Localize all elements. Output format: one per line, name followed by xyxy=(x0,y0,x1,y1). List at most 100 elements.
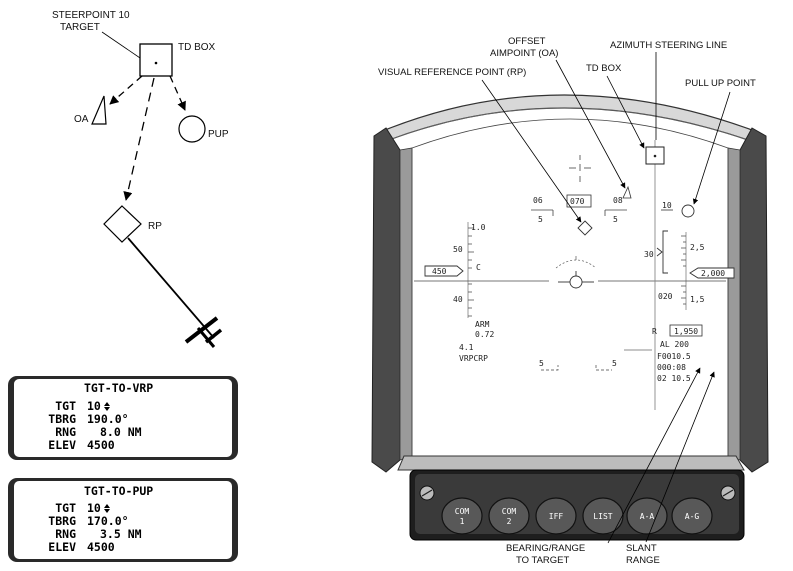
radar-alt-box: 1,950 xyxy=(674,327,698,336)
ded-vrp-rng-value: 8.0 NM xyxy=(100,425,142,439)
airspeed-scale: 1.0 50 40 C 450 xyxy=(424,222,486,318)
mode-label: VRPCRP xyxy=(459,354,488,363)
alt-020: 020 xyxy=(658,292,673,301)
ded-pup-tbrg-label: TBRG xyxy=(48,514,76,528)
ded-pup-title: TGT-TO-PUP xyxy=(84,484,153,498)
crosshair-icon xyxy=(569,155,591,182)
callout-bearing-range-1: BEARING/RANGE xyxy=(506,543,585,554)
rp-pointer xyxy=(481,79,582,223)
fo-label: F0010.5 xyxy=(657,352,691,361)
callout-slant-range-1: SLANT xyxy=(626,543,657,554)
svg-text:IFF: IFF xyxy=(549,512,564,521)
ded-pup-tgt-value: 10 xyxy=(87,501,101,515)
svg-text:COM: COM xyxy=(455,507,470,516)
arm-value: 0.72 xyxy=(475,330,494,339)
rp-diamond xyxy=(103,205,142,243)
aircraft-icon xyxy=(184,316,223,348)
ded-vrp-tbrg-value: 190.0° xyxy=(87,412,129,426)
ded-vrp-tgt-label: TGT xyxy=(55,399,76,413)
speed-tick-50: 50 xyxy=(453,245,463,254)
osb-com2-button[interactable]: COM 2 xyxy=(488,497,530,535)
alt-tick-25: 2,5 xyxy=(690,243,705,252)
ded-vrp-elev-label: ELEV xyxy=(48,438,76,452)
svg-text:COM: COM xyxy=(502,507,517,516)
ded-pup-tgt-label: TGT xyxy=(55,501,76,515)
svg-text:LIST: LIST xyxy=(593,512,612,521)
hud-rp-diamond xyxy=(577,220,593,236)
bearing-range-pointer xyxy=(607,367,701,544)
ded-vrp-title: TGT-TO-VRP xyxy=(84,381,153,395)
oa-triangle xyxy=(91,95,107,125)
ded-vrp-elev-value: 4500 xyxy=(87,438,115,452)
altitude-scale: 2,5 1,5 30 2,000 020 xyxy=(644,230,735,310)
ded-pup-down-icon xyxy=(104,509,110,513)
slant-range-pointer xyxy=(645,371,715,543)
speed-tick-1: 1.0 xyxy=(471,223,486,232)
target-dot xyxy=(154,61,158,65)
al-label: AL 200 xyxy=(660,340,689,349)
target-td-box xyxy=(139,43,173,77)
pup-label: PUP xyxy=(208,129,229,140)
hud-frame xyxy=(371,94,769,541)
osb-com1-button[interactable]: COM 1 xyxy=(441,497,483,535)
callout-offset-aimpoint-2: AIMPOINT (OA) xyxy=(490,48,558,59)
callout-azimuth-steering-line: AZIMUTH STEERING LINE xyxy=(610,40,727,51)
oa-bearing-line xyxy=(109,75,143,105)
pup-pointer xyxy=(692,91,731,205)
td-box-label: TD BOX xyxy=(178,42,216,53)
oa-label: OA xyxy=(74,114,89,125)
ded-pup-rng-label: RNG xyxy=(55,527,76,541)
callout-td-box: TD BOX xyxy=(586,63,622,74)
oa-pointer xyxy=(555,59,626,189)
heading-left: 06 xyxy=(533,196,543,205)
ingress-track xyxy=(127,237,215,339)
hud-pup-circle xyxy=(681,204,695,218)
svg-text:2: 2 xyxy=(507,517,512,526)
svg-text:1: 1 xyxy=(460,517,465,526)
alt-tick-15: 1,5 xyxy=(690,295,705,304)
callout-offset-aimpoint-1: OFFSET xyxy=(508,36,546,47)
osb-iff-button[interactable]: IFF xyxy=(535,497,577,535)
nav-diagram: STEERPOINT 10 TARGET TD BOX OA PUP RP xyxy=(52,10,229,348)
ded-tgt-to-pup: TGT-TO-PUP TGT 10 TBRG 170.0° RNG 3.5 NM… xyxy=(8,478,238,562)
osb-row: COM 1 COM 2 IFF LIST A-A A-G xyxy=(441,497,713,535)
ded-vrp-rng-label: RNG xyxy=(55,425,76,439)
ded-vrp-down-icon xyxy=(104,407,110,411)
ded-pup-elev-value: 4500 xyxy=(87,540,115,554)
steer-number: 10 xyxy=(662,201,672,210)
ded-vrp-tgt-value: 10 xyxy=(87,399,101,413)
svg-text:A-G: A-G xyxy=(685,512,700,521)
ded-vrp-up-icon xyxy=(104,402,110,406)
heading-box: 070 xyxy=(570,197,585,206)
ded-vrp-tbrg-label: TBRG xyxy=(48,412,76,426)
steerpoint-leader xyxy=(101,31,144,61)
ded-pup-rng-value: 3.5 NM xyxy=(100,527,142,541)
pup-bearing-line xyxy=(169,75,186,111)
alt-box: 2,000 xyxy=(701,269,725,278)
osb-ag-button[interactable]: A-G xyxy=(671,497,713,535)
ladder-left-label: 5 xyxy=(539,359,544,368)
callout-pull-up-point: PULL UP POINT xyxy=(685,78,756,89)
pitch-left-label: 5 xyxy=(538,215,543,224)
osb-list-button[interactable]: LIST xyxy=(582,497,624,535)
rp-label: RP xyxy=(148,221,162,232)
steerpoint-label-2: TARGET xyxy=(60,22,100,33)
speed-tick-40: 40 xyxy=(453,295,463,304)
hud-symbology: 06 070 08 5 5 10 xyxy=(414,140,735,410)
rp-bearing-line xyxy=(123,77,155,201)
pitch-right-label: 5 xyxy=(613,215,618,224)
svg-text:A-A: A-A xyxy=(640,512,655,521)
osb-aa-button[interactable]: A-A xyxy=(626,497,668,535)
hud-oa-triangle xyxy=(622,185,632,199)
callout-slant-range-2: RANGE xyxy=(626,555,660,566)
callout-visual-reference-point: VISUAL REFERENCE POINT (RP) xyxy=(378,67,526,78)
callout-bearing-range-2: TO TARGET xyxy=(516,555,570,566)
arm-label: ARM xyxy=(475,320,490,329)
pup-circle xyxy=(178,115,206,143)
speed-c: C xyxy=(476,263,481,272)
time-label: 000:08 xyxy=(657,363,686,372)
steer-range-label: 02 10.5 xyxy=(657,374,691,383)
ded-pup-elev-label: ELEV xyxy=(48,540,76,554)
ladder-right-label: 5 xyxy=(612,359,617,368)
